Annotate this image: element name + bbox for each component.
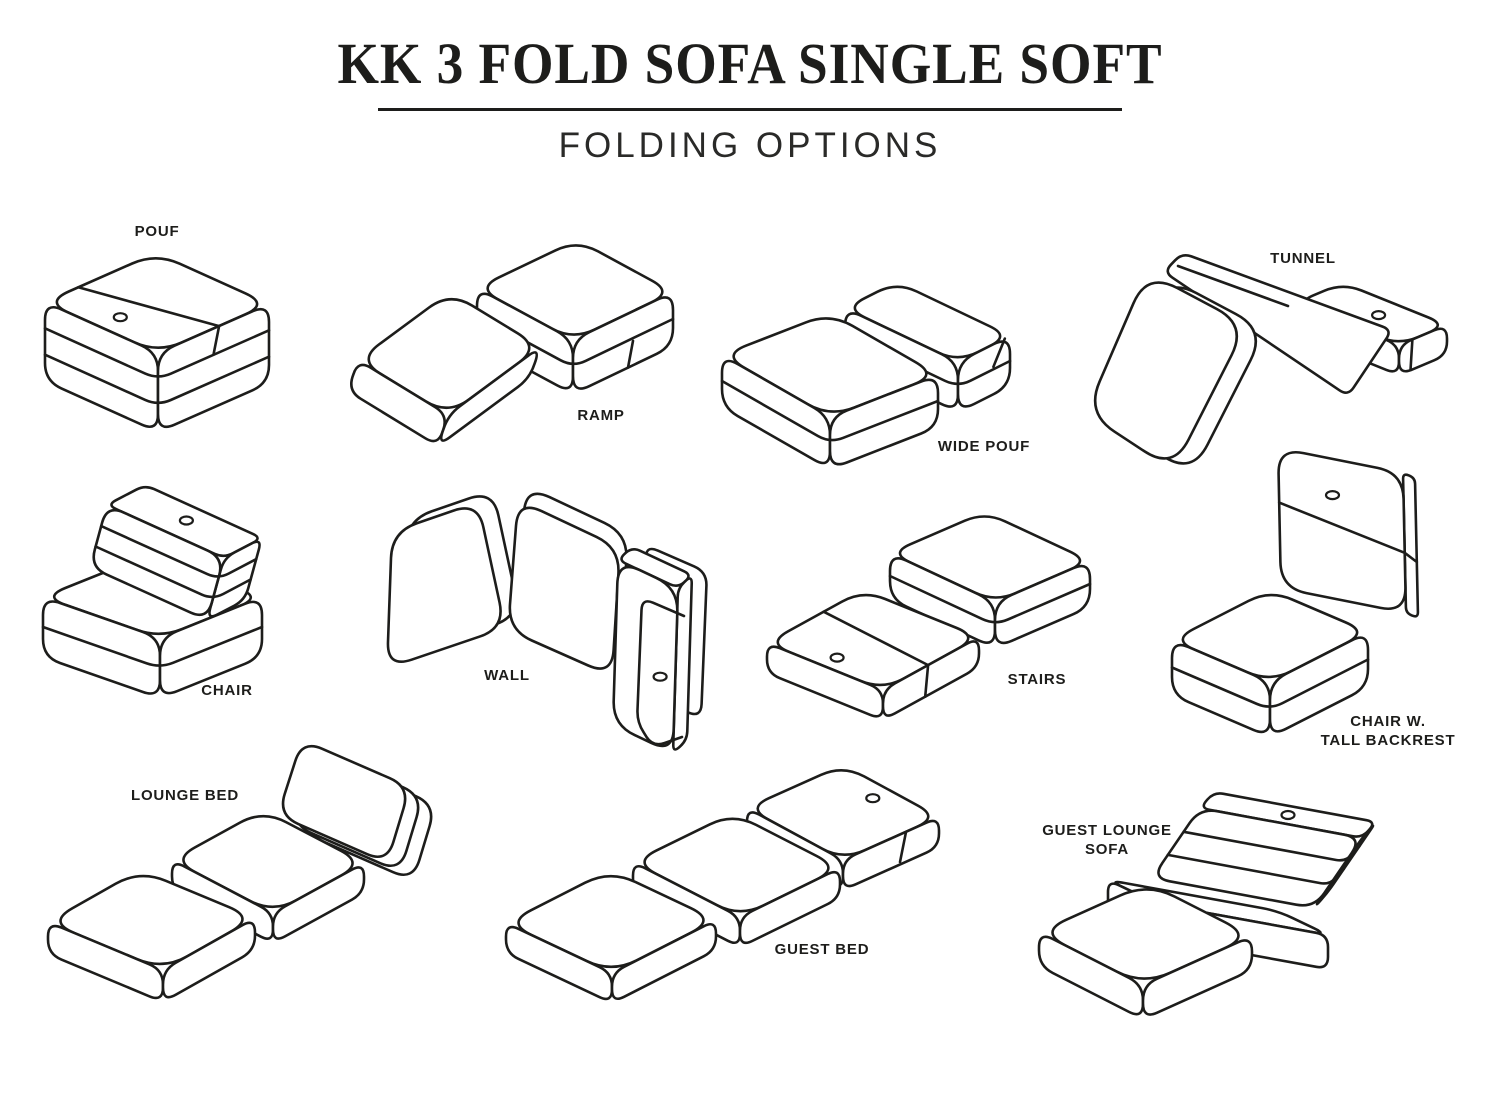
figure-label-guest-lounge: GUEST LOUNGE SOFA xyxy=(1042,821,1172,859)
figure-label-line: SOFA xyxy=(1084,841,1130,858)
figure-label-chair: CHAIR xyxy=(201,682,253,699)
figure-label-chair-tall: CHAIR W. TALL BACKREST xyxy=(1321,712,1456,750)
figure-label-stairs: STAIRS xyxy=(1007,671,1067,688)
figure-stairs-drawing xyxy=(765,515,1092,718)
page-subtitle: FOLDING OPTIONS xyxy=(558,126,942,165)
figure-label-wall: WALL xyxy=(484,667,530,684)
figure-wide-pouf-drawing xyxy=(720,285,1012,466)
figure-label-line: TALL BACKREST xyxy=(1320,732,1456,749)
figure-lounge-bed-drawing xyxy=(46,744,433,1000)
figure-wall-drawing xyxy=(386,492,708,751)
figure-pouf-drawing xyxy=(43,257,271,429)
figure-label-guest-bed: GUEST BED xyxy=(774,941,870,958)
page-title: KK 3 FOLD SOFA SINGLE SOFT xyxy=(337,31,1163,96)
figure-chair-tall-drawing xyxy=(1170,451,1420,734)
figure-guest-lounge-drawing xyxy=(1037,792,1375,1016)
figure-label-ramp: RAMP xyxy=(577,407,625,424)
figure-tunnel-drawing xyxy=(1093,254,1449,465)
figure-label-lounge-bed: LOUNGE BED xyxy=(130,787,240,804)
figure-label-line: GUEST LOUNGE xyxy=(1042,822,1172,839)
figure-label-line: CHAIR W. xyxy=(1350,713,1426,730)
figure-label-wide-pouf: WIDE POUF xyxy=(937,438,1031,455)
figure-ramp-drawing xyxy=(350,244,675,443)
figure-guest-bed-drawing xyxy=(504,769,941,1001)
figure-chair-drawing xyxy=(41,485,264,695)
title-divider xyxy=(378,108,1122,111)
figure-label-tunnel: TUNNEL xyxy=(1270,250,1336,267)
figure-label-pouf: POUF xyxy=(134,223,180,240)
